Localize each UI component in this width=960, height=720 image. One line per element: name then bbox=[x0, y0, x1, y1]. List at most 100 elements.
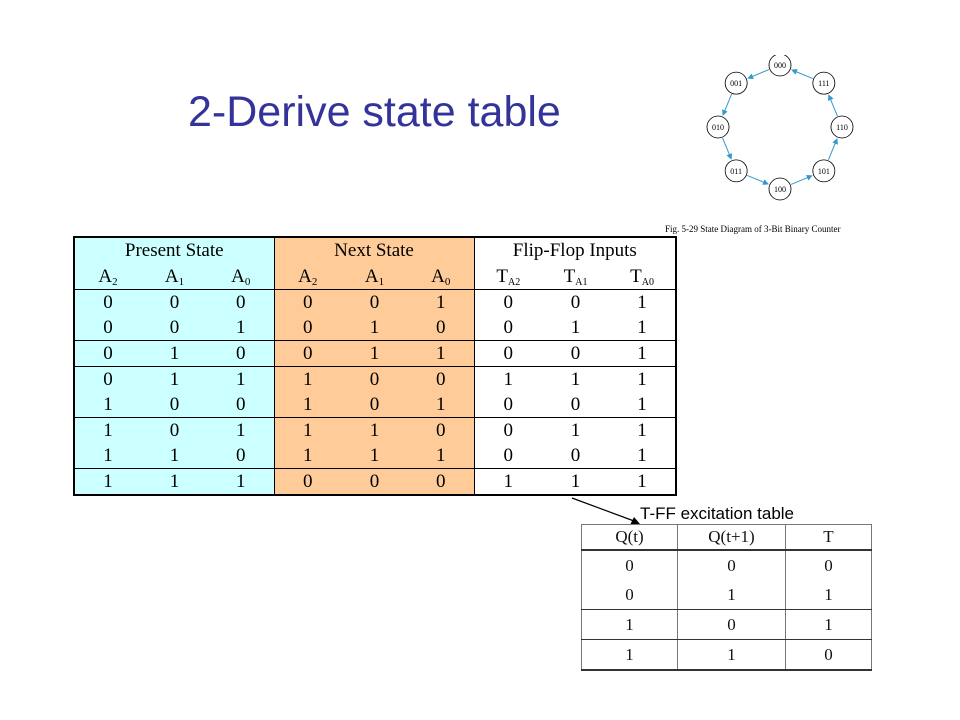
table-cell: 0 bbox=[341, 392, 409, 418]
table-cell: 0 bbox=[474, 443, 543, 469]
table-cell: 0 bbox=[208, 289, 275, 315]
column-header: A0 bbox=[208, 264, 275, 290]
transition-arrow bbox=[747, 174, 769, 185]
table-cell: 1 bbox=[341, 417, 409, 443]
excitation-cell: 0 bbox=[581, 580, 678, 610]
table-cell: 0 bbox=[208, 340, 275, 367]
table-cell: 1 bbox=[74, 392, 141, 418]
table-cell: 0 bbox=[141, 315, 208, 341]
excitation-cell: 1 bbox=[677, 580, 786, 610]
excitation-cell: 1 bbox=[677, 639, 786, 671]
table-cell: 1 bbox=[208, 468, 275, 495]
transition-arrow bbox=[790, 174, 813, 185]
table-cell: 0 bbox=[341, 468, 409, 495]
group-next-state: Next State bbox=[274, 237, 475, 264]
table-cell: 1 bbox=[341, 340, 409, 367]
state-node: 101 bbox=[812, 159, 836, 183]
state-node-label: 111 bbox=[818, 79, 829, 88]
table-cell: 1 bbox=[609, 289, 677, 315]
column-header: TA2 bbox=[474, 264, 543, 290]
table-cell: 1 bbox=[74, 468, 141, 495]
table-cell: 0 bbox=[341, 289, 409, 315]
state-node: 110 bbox=[830, 115, 854, 139]
table-cell: 1 bbox=[474, 366, 543, 392]
group-flip-flop-inputs: Flip-Flop Inputs bbox=[474, 237, 677, 264]
table-cell: 0 bbox=[208, 392, 275, 418]
table-cell: 1 bbox=[408, 443, 475, 469]
table-cell: 1 bbox=[609, 468, 677, 495]
table-cell: 0 bbox=[542, 340, 610, 367]
table-cell: 0 bbox=[274, 315, 342, 341]
excitation-cell: 0 bbox=[785, 639, 872, 671]
table-cell: 0 bbox=[408, 417, 475, 443]
table-cell: 0 bbox=[74, 366, 141, 392]
table-cell: 0 bbox=[141, 392, 208, 418]
table-cell: 1 bbox=[141, 366, 208, 392]
state-node-label: 010 bbox=[712, 123, 724, 132]
table-cell: 1 bbox=[609, 417, 677, 443]
table-cell: 1 bbox=[474, 468, 543, 495]
column-header: A0 bbox=[408, 264, 475, 290]
excitation-header: Q(t) bbox=[581, 524, 678, 551]
table-cell: 1 bbox=[408, 340, 475, 367]
table-cell: 0 bbox=[474, 340, 543, 367]
table-cell: 1 bbox=[408, 392, 475, 418]
table-cell: 0 bbox=[141, 289, 208, 315]
table-cell: 1 bbox=[542, 417, 610, 443]
column-header: A1 bbox=[341, 264, 409, 290]
table-cell: 0 bbox=[74, 340, 141, 367]
excitation-cell: 0 bbox=[677, 550, 786, 580]
state-node-label: 011 bbox=[730, 167, 742, 176]
table-cell: 0 bbox=[474, 417, 543, 443]
excitation-cell: 0 bbox=[581, 550, 678, 580]
excitation-cell: 0 bbox=[677, 609, 786, 640]
table-cell: 0 bbox=[208, 443, 275, 469]
diagram-caption: Fig. 5-29 State Diagram of 3-Bit Binary … bbox=[665, 224, 841, 234]
state-diagram: 000 111 110 101 100 011 010 001 bbox=[706, 55, 854, 201]
table-cell: 1 bbox=[274, 366, 342, 392]
table-cell: 0 bbox=[474, 392, 543, 418]
state-node-label: 100 bbox=[774, 185, 786, 194]
table-cell: 1 bbox=[609, 340, 677, 367]
excitation-cell: 1 bbox=[785, 580, 872, 610]
transition-arrow bbox=[722, 94, 733, 116]
excitation-header: Q(t+1) bbox=[677, 524, 786, 551]
pointer-arrow bbox=[571, 497, 640, 525]
column-header: TA0 bbox=[609, 264, 677, 290]
table-cell: 1 bbox=[274, 417, 342, 443]
table-cell: 1 bbox=[141, 468, 208, 495]
table-cell: 1 bbox=[609, 443, 677, 469]
state-node: 011 bbox=[724, 159, 748, 183]
transition-arrow bbox=[791, 69, 813, 80]
table-cell: 0 bbox=[141, 417, 208, 443]
table-cell: 1 bbox=[341, 315, 409, 341]
transition-arrow bbox=[827, 94, 838, 117]
group-present-state: Present State bbox=[74, 237, 275, 264]
table-cell: 1 bbox=[141, 340, 208, 367]
table-cell: 1 bbox=[542, 468, 610, 495]
excitation-cell: 1 bbox=[785, 609, 872, 640]
column-header: A2 bbox=[74, 264, 141, 290]
slide-title: 2-Derive state table bbox=[188, 88, 561, 136]
excitation-cell: 1 bbox=[581, 639, 678, 671]
state-node: 001 bbox=[724, 71, 748, 95]
column-header: A1 bbox=[141, 264, 208, 290]
state-node: 111 bbox=[812, 71, 836, 95]
transition-arrow bbox=[722, 137, 733, 160]
state-node-label: 101 bbox=[818, 167, 830, 176]
state-node: 000 bbox=[768, 55, 792, 77]
column-header: TA1 bbox=[542, 264, 610, 290]
table-cell: 0 bbox=[474, 315, 543, 341]
column-header: A2 bbox=[274, 264, 342, 290]
table-cell: 0 bbox=[74, 315, 141, 341]
excitation-cell: 0 bbox=[824, 555, 833, 575]
